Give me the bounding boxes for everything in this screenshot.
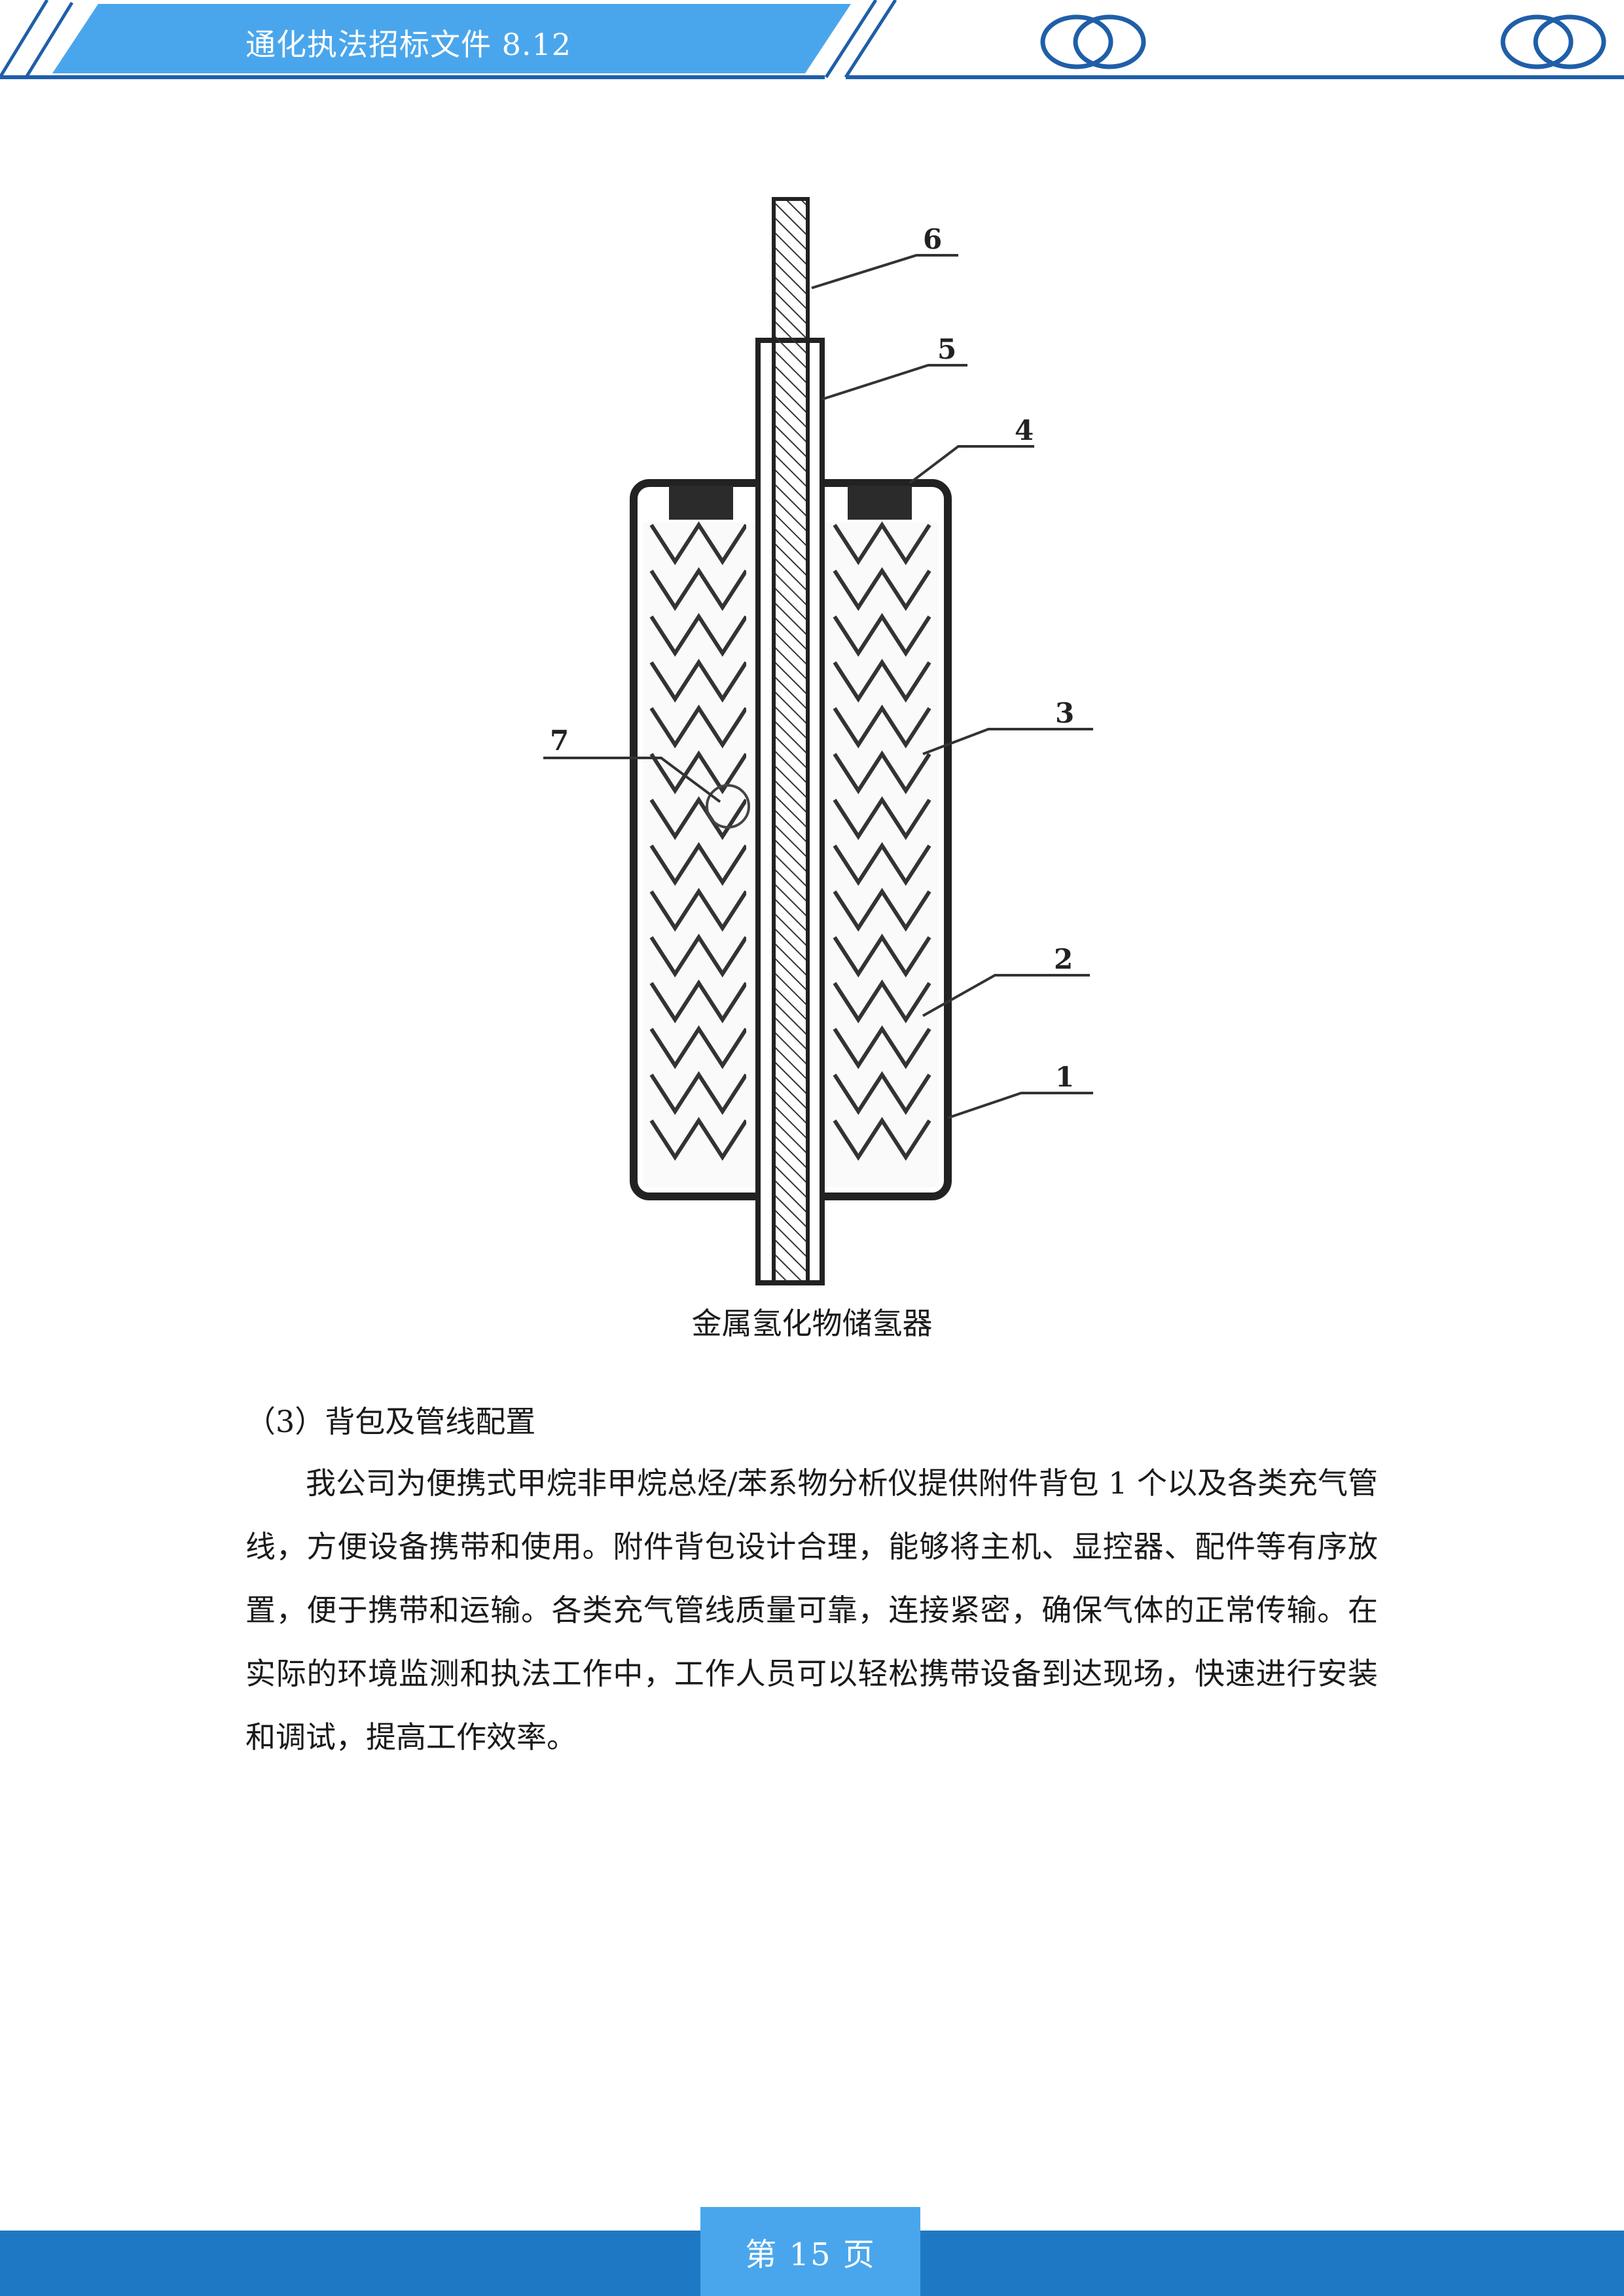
zigzag-layer xyxy=(833,1071,931,1115)
zigzag-layer xyxy=(833,979,931,1024)
zigzag-layer xyxy=(833,1025,931,1069)
leader-line-5 xyxy=(821,364,967,401)
zigzag-layer xyxy=(649,658,746,703)
zigzag-layer xyxy=(649,521,746,565)
hydride-storage-diagram: 6 5 4 3 7 2 1 xyxy=(543,197,1093,1285)
figure-caption: 金属氢化物储氢器 xyxy=(691,1306,933,1341)
zigzag-layer xyxy=(833,704,931,749)
header-decor-line xyxy=(24,1,74,79)
label-3: 3 xyxy=(1055,697,1074,729)
page-number-tab: 第 15 页 xyxy=(700,2207,920,2296)
zigzag-layer xyxy=(649,750,746,795)
label-7: 7 xyxy=(550,725,569,757)
label-6: 6 xyxy=(923,223,942,255)
top-cap-left xyxy=(669,486,733,520)
zigzag-layer xyxy=(833,842,931,886)
page-number: 第 15 页 xyxy=(745,2236,876,2273)
leader-line-2 xyxy=(922,974,1090,1017)
zigzag-layer xyxy=(833,933,931,978)
header-title-band xyxy=(52,4,851,73)
header-title: 通化执法招标文件 8.12 xyxy=(245,27,572,62)
header-decor-line xyxy=(844,0,897,79)
alloy-zigzag-right xyxy=(833,521,931,1161)
particle-circle xyxy=(706,784,750,829)
zigzag-layer xyxy=(833,888,931,932)
alloy-zigzag-left xyxy=(649,521,746,1161)
zigzag-layer xyxy=(649,1071,746,1115)
zigzag-layer xyxy=(649,613,746,657)
zigzag-layer xyxy=(833,1117,931,1161)
leader-line-6 xyxy=(811,254,958,289)
top-cap-right xyxy=(848,486,912,520)
zigzag-layer xyxy=(833,567,931,611)
header-banner xyxy=(0,0,1624,79)
zigzag-layer xyxy=(833,750,931,795)
body-paragraph: 我公司为便携式甲烷非甲烷总烃/苯系物分析仪提供附件背包 1 个以及各类充气管线，… xyxy=(245,1465,1379,1755)
zigzag-layer xyxy=(649,842,746,886)
section-heading: （3）背包及管线配置 xyxy=(245,1404,536,1439)
leader-line-7 xyxy=(543,757,721,803)
zigzag-layer xyxy=(649,1025,746,1069)
zigzag-layer xyxy=(833,796,931,840)
header-decor-line xyxy=(824,0,878,79)
leader-line-3 xyxy=(922,728,1093,755)
zigzag-layer xyxy=(649,979,746,1024)
double-ring-icon xyxy=(1500,14,1606,69)
label-4: 4 xyxy=(1015,414,1034,446)
zigzag-layer xyxy=(649,567,746,611)
zigzag-layer xyxy=(649,704,746,749)
label-2: 2 xyxy=(1054,943,1073,975)
zigzag-layer xyxy=(649,796,746,840)
zigzag-layer xyxy=(649,888,746,932)
zigzag-layer xyxy=(649,933,746,978)
zigzag-layer xyxy=(833,521,931,565)
label-5: 5 xyxy=(937,333,956,365)
label-1: 1 xyxy=(1055,1061,1074,1093)
double-ring-icon xyxy=(1040,14,1146,69)
leader-line-4 xyxy=(909,445,1034,484)
filter-rod xyxy=(772,197,810,1285)
zigzag-layer xyxy=(833,658,931,703)
zigzag-layer xyxy=(833,613,931,657)
zigzag-layer xyxy=(649,1117,746,1161)
header-decor-line xyxy=(0,0,49,79)
leader-line-1 xyxy=(947,1092,1093,1119)
